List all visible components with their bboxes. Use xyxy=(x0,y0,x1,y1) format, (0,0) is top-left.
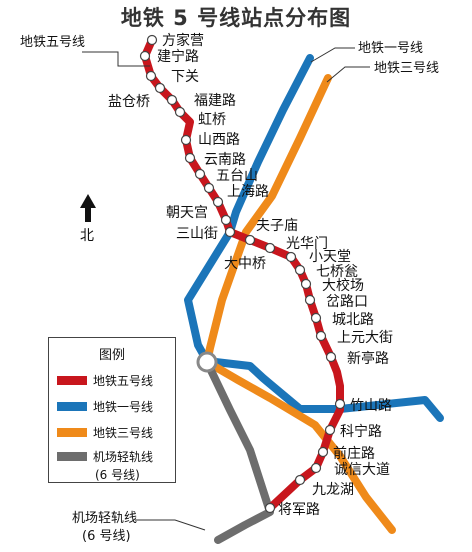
station-dot xyxy=(203,182,215,194)
station-dot xyxy=(317,446,329,458)
station-label: 城北路 xyxy=(332,312,374,328)
north-arrow-icon xyxy=(80,194,96,222)
station-label: 夫子庙 xyxy=(256,218,298,234)
station-label: 朝天宫 xyxy=(166,205,208,221)
station-dot xyxy=(194,168,206,180)
station-label: 下关 xyxy=(171,69,199,85)
station-label: 方家营 xyxy=(162,32,204,49)
station-label: 三山街 xyxy=(176,226,218,242)
legend-label-line1: 地铁一号线 xyxy=(93,399,154,414)
legend-swatch-line3 xyxy=(57,427,87,437)
station-dot xyxy=(294,474,306,486)
legend-item-line5: 地铁五号线 xyxy=(57,372,153,388)
station-label: 光华门 xyxy=(286,236,328,252)
station-dot xyxy=(310,462,322,474)
legend-label-airport-sub: (6 号线) xyxy=(95,468,140,482)
station-dot xyxy=(184,152,196,164)
station-label: 建宁路 xyxy=(157,48,199,65)
compass-label: 北 xyxy=(80,228,94,244)
station-dot xyxy=(224,226,236,238)
callout-line5-label: 地铁五号线 xyxy=(20,35,85,50)
station-label: 科宁路 xyxy=(340,423,382,440)
station-dot xyxy=(294,264,306,276)
station-dot xyxy=(264,502,276,514)
legend-label-airport: 机场轻轨线 xyxy=(93,449,154,464)
legend-label-line5: 地铁五号线 xyxy=(93,373,154,388)
station-dot xyxy=(315,330,327,342)
callout-airport-sub-label: (6 号线) xyxy=(82,529,131,544)
airport-line-route xyxy=(203,358,274,544)
callout-line1-leader xyxy=(310,47,355,63)
station-dot xyxy=(264,242,276,254)
station-label: 大中桥 xyxy=(224,256,266,272)
station-label: 福建路 xyxy=(194,93,236,109)
station-dot xyxy=(325,351,337,363)
station-dot xyxy=(324,424,336,436)
station-dot xyxy=(166,94,178,106)
legend-item-line3: 地铁三号线 xyxy=(57,424,153,440)
station-dot xyxy=(304,294,316,306)
station-label: 上海路 xyxy=(227,184,269,200)
station-dot xyxy=(146,34,158,46)
station-label: 岔路口 xyxy=(326,294,368,310)
station-label: 盐仓桥 xyxy=(108,94,150,110)
station-dot xyxy=(139,50,151,62)
station-label: 前庄路 xyxy=(333,445,375,462)
legend-title: 图例 xyxy=(98,348,125,363)
station-label: 小天堂 xyxy=(309,249,351,265)
station-dot xyxy=(244,234,256,246)
callout-airport-label: 机场轻轨线 xyxy=(72,511,137,526)
station-label: 五台山 xyxy=(216,168,258,184)
station-label: 新亭路 xyxy=(347,350,389,367)
map-title: 地铁 5 号线站点分布图 xyxy=(120,6,352,30)
station-label: 上元大街 xyxy=(337,330,393,346)
station-label: 云南路 xyxy=(204,152,246,168)
station-dot xyxy=(334,398,346,410)
callout-line3-label: 地铁三号线 xyxy=(374,61,439,76)
station-dot xyxy=(310,312,322,324)
station-label: 诚信大道 xyxy=(334,462,390,478)
legend-item-line1: 地铁一号线 xyxy=(57,398,153,414)
station-dot xyxy=(212,196,224,208)
station-dot xyxy=(285,251,297,263)
station-dot xyxy=(145,70,157,82)
station-dot xyxy=(174,106,186,118)
station-label: 虹桥 xyxy=(198,112,226,128)
station-label: 大校场 xyxy=(322,277,364,294)
interchange-hub-marker xyxy=(196,351,218,373)
callout-airport-leader xyxy=(135,519,206,531)
station-label: 九龙湖 xyxy=(312,482,354,498)
legend-item-airport: 机场轻轨线 xyxy=(57,448,153,464)
callout-line3-leader xyxy=(326,66,370,83)
station-label: 竹山路 xyxy=(350,398,392,414)
station-label: 七桥瓮 xyxy=(316,264,358,280)
station-label: 山西路 xyxy=(198,132,240,148)
callout-line5-leader xyxy=(82,51,150,67)
station-dot xyxy=(300,278,312,290)
legend-swatch-airport xyxy=(57,451,87,461)
legend: 图例 地铁五号线 地铁一号线 地铁三号线 机场轻轨线 (6 号线) xyxy=(48,337,176,483)
callout-line1-label: 地铁一号线 xyxy=(358,41,423,56)
station-dot xyxy=(220,214,232,226)
station-label: 将军路 xyxy=(278,502,320,518)
legend-label-line3: 地铁三号线 xyxy=(93,425,154,440)
legend-swatch-line1 xyxy=(57,401,87,411)
station-dot xyxy=(154,82,166,94)
station-dot xyxy=(180,134,192,146)
legend-swatch-line5 xyxy=(57,375,87,385)
